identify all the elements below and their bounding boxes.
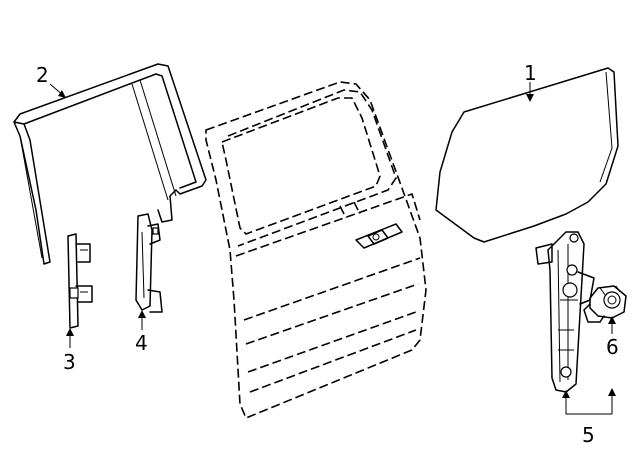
leader-5 — [565, 390, 613, 415]
callout-1: 1 — [524, 61, 537, 85]
callout-3: 3 — [63, 350, 76, 374]
callout-4: 4 — [135, 331, 148, 355]
callout-leaders — [49, 82, 616, 415]
guide-channel — [67, 233, 93, 329]
callout-labels: 1 2 3 4 5 6 — [36, 61, 619, 447]
callout-2: 2 — [36, 63, 49, 87]
regulator-motor — [583, 285, 627, 323]
door-shell — [205, 81, 427, 419]
guide-bracket — [135, 213, 163, 313]
window-regulator — [535, 231, 595, 393]
glass-run-channel — [13, 63, 207, 265]
callout-5: 5 — [582, 423, 595, 447]
door-glass — [435, 67, 619, 243]
callout-6: 6 — [606, 335, 619, 359]
